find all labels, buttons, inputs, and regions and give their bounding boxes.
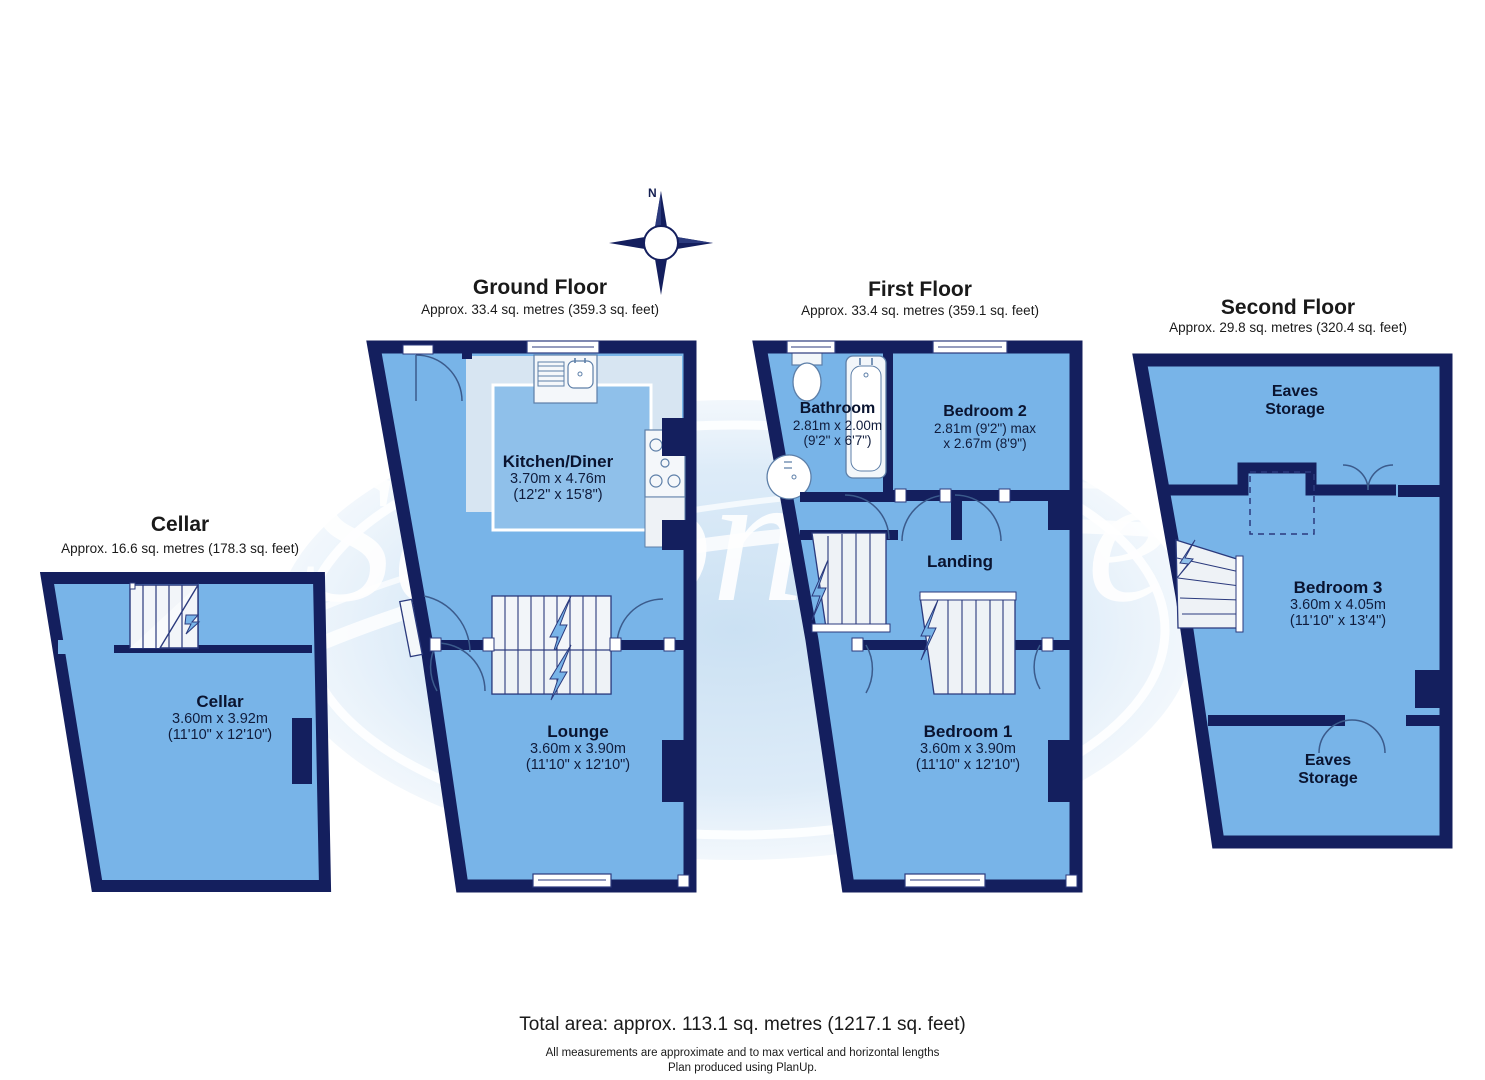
landing-bath-wall <box>800 492 898 502</box>
floor-ground <box>366 340 697 893</box>
floor-title-cellar: Cellar <box>150 513 210 536</box>
compass-rose <box>609 191 713 295</box>
eaves-top-wall <box>1163 462 1396 496</box>
ground-right-pier-3 <box>662 740 688 802</box>
bath-icon <box>845 355 887 479</box>
eaves-bottom-wall-2 <box>1406 715 1444 726</box>
ground-right-pier-1 <box>662 418 688 456</box>
eaves-top-line1: Eaves <box>1271 383 1319 400</box>
second-right-pier <box>1415 670 1443 708</box>
disclaimer-line-1: All measurements are approximate and to … <box>545 1047 940 1059</box>
first-door-bathroom <box>844 494 890 540</box>
first-door-bedroom1 <box>865 644 1041 694</box>
cellar-stairs <box>129 582 201 649</box>
floor-second <box>1132 353 1453 849</box>
kitchen-sink-icon <box>533 354 598 404</box>
floor-title-second: Second Floor <box>1220 296 1356 319</box>
first-window-bedroom1 <box>904 873 986 888</box>
ground-door-understair <box>616 598 664 646</box>
cellar-left-opening <box>58 640 67 654</box>
floor-title-ground: Ground Floor <box>472 276 608 299</box>
bathroom-divider-wall <box>883 352 893 502</box>
ground-door-top-left <box>415 354 463 402</box>
kitchen-island <box>491 383 653 532</box>
eaves-top-line2: Storage <box>1265 401 1325 419</box>
room-label-eaves-storage-top: Eaves Storage <box>1215 383 1375 420</box>
disclaimer-line-2: Plan produced using PlanUp. <box>668 1062 817 1074</box>
bedroom2-landing-wall <box>893 490 1048 501</box>
eaves-bottom-line2: Storage <box>1298 770 1358 788</box>
eaves-bottom-wall <box>1208 715 1345 726</box>
ground-window-bottom <box>532 873 612 888</box>
cellar-right-pier <box>292 718 312 784</box>
floor-area-second: Approx. 29.8 sq. metres (320.4 sq. feet) <box>1169 320 1407 335</box>
first-right-pier-2 <box>1048 740 1076 802</box>
floor-area-ground: Approx. 33.4 sq. metres (359.3 sq. feet) <box>421 302 659 317</box>
floor-cellar <box>39 572 332 892</box>
floor-title-first: First Floor <box>868 278 972 301</box>
cellar-walls <box>39 572 332 892</box>
second-door-eaves-bottom <box>1318 719 1386 754</box>
first-stairs-down <box>919 591 1017 695</box>
floor-area-cellar: Approx. 16.6 sq. metres (178.3 sq. feet) <box>61 541 299 556</box>
first-window-bedroom2 <box>932 340 1008 354</box>
basin-icon <box>766 454 812 500</box>
ground-window-top <box>526 340 600 354</box>
ground-right-pier-2 <box>662 520 688 550</box>
second-right-notch <box>1398 485 1440 497</box>
first-right-pier-1 <box>1048 490 1076 530</box>
compass-north-label: N <box>648 186 657 200</box>
total-area-text: Total area: approx. 113.1 sq. metres (12… <box>519 1014 966 1035</box>
floor-area-first: Approx. 33.4 sq. metres (359.1 sq. feet) <box>801 303 1039 318</box>
eaves-bottom-line1: Eaves <box>1304 752 1352 769</box>
first-stairs-up <box>811 532 891 633</box>
first-window-bathroom <box>786 340 836 354</box>
bedroom2-landing-wall-v <box>951 490 962 540</box>
floor-first <box>752 340 1083 893</box>
loft-hatch <box>1249 471 1315 535</box>
ground-front-door <box>399 595 471 658</box>
wc-icon <box>791 351 823 402</box>
second-door-eaves-top <box>1342 464 1394 491</box>
room-label-eaves-storage-bottom: Eaves Storage <box>1248 752 1408 789</box>
second-stairs <box>1175 539 1244 633</box>
cellar-partition <box>114 645 312 653</box>
